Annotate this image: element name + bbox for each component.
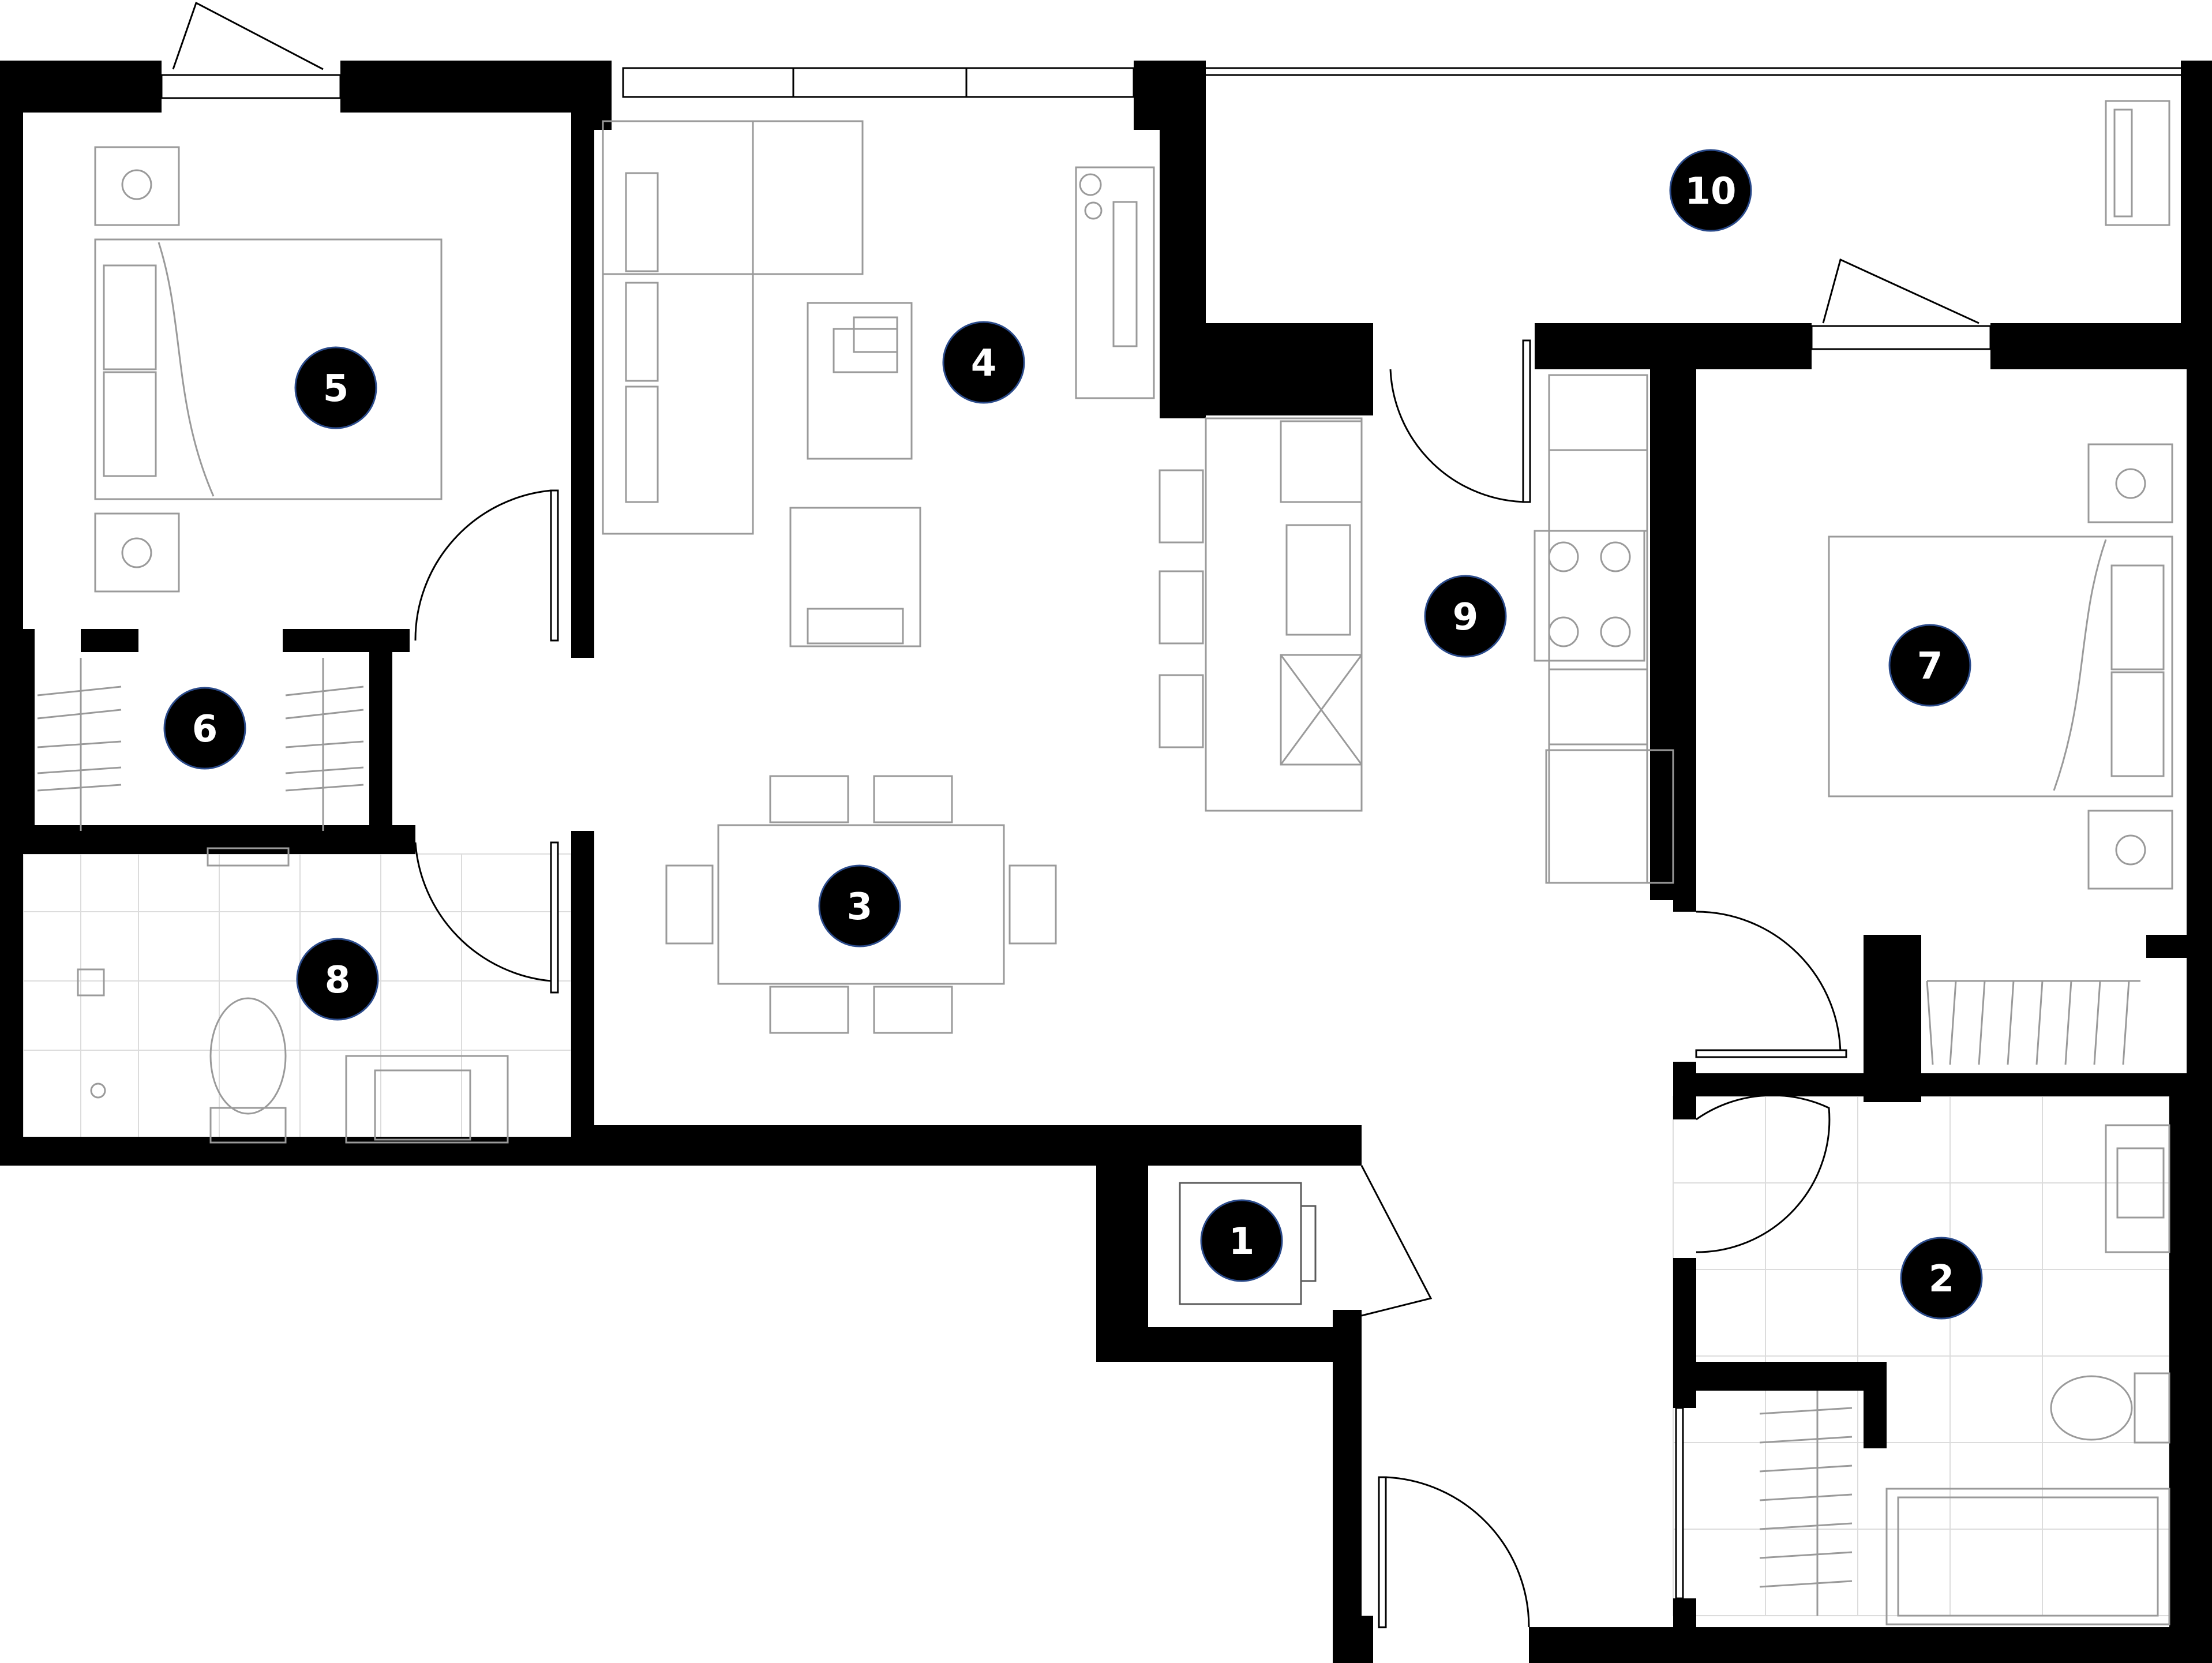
doors [172,1,1979,1628]
windows [160,67,2181,350]
room-number-4: 4 [971,342,997,385]
room-number-6: 6 [192,708,218,751]
room-badge-5: 5 [294,346,377,429]
room-badge-2: 2 [1900,1237,1983,1320]
room-badge-10: 10 [1669,149,1752,232]
bedroom-7-furniture [1828,443,2173,890]
terrace-10-furniture [2105,100,2170,226]
room-badge-1: 1 [1200,1199,1283,1282]
living-room-4-furniture [602,120,1155,647]
room-badge-9: 9 [1424,575,1507,658]
room-number-5: 5 [323,368,349,410]
room-badge-4: 4 [942,321,1025,404]
bedroom-5-furniture [94,146,443,593]
room-number-1: 1 [1229,1220,1255,1263]
bathroom-8-tiles [23,853,572,1146]
room-badge-8: 8 [296,938,379,1021]
room-number-2: 2 [1929,1258,1955,1301]
wardrobe-2-hangers [1759,1391,1853,1616]
room-number-8: 8 [325,959,351,1002]
bathroom-2-fixtures [1885,1124,2170,1625]
bathroom-8-fixtures [77,847,509,1144]
kitchen-9-furniture [1159,374,1674,884]
room-number-10: 10 [1685,170,1736,213]
bathroom-2-tiles [1673,1096,2170,1616]
wardrobe-7-hangers [1926,980,2140,1065]
closet-1-fixtures [1179,1182,1317,1305]
room-badge-3: 3 [818,864,901,947]
wardrobe-6-hangers [37,658,364,831]
walls [0,61,2212,1663]
room-badge-7: 7 [1888,624,1971,707]
room-number-7: 7 [1917,645,1943,688]
room-badge-6: 6 [163,687,246,770]
room-number-3: 3 [847,886,873,928]
dining-3-furniture [665,775,1057,1034]
room-number-9: 9 [1453,596,1479,639]
